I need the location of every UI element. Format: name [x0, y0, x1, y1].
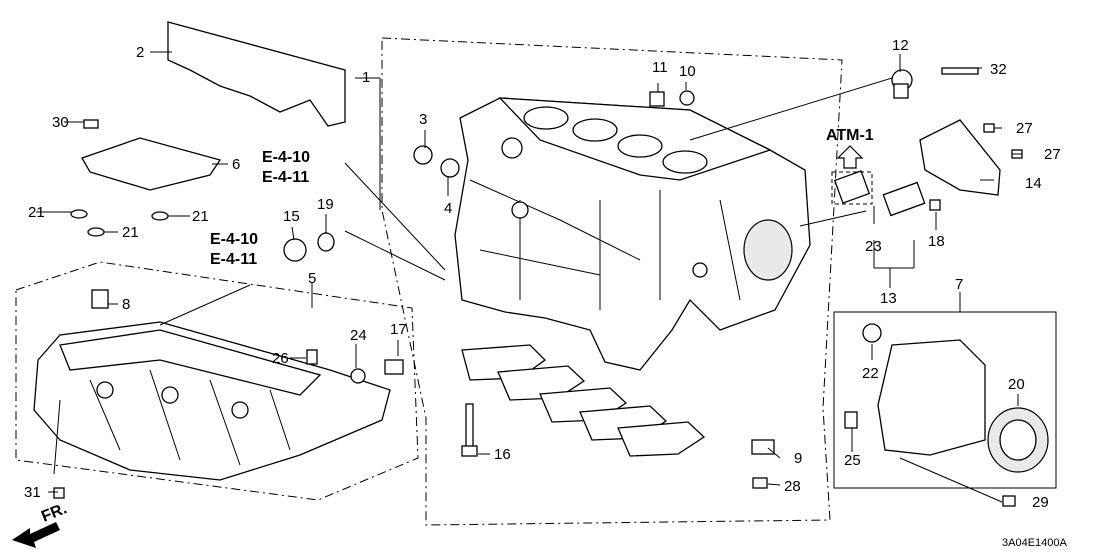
- atm-dashed-box: [831, 171, 873, 205]
- bearing-cap-bolt: [461, 403, 478, 457]
- callout-32: 32: [990, 61, 1007, 78]
- callout-17: 17: [390, 321, 407, 338]
- callout-21c: 21: [192, 208, 209, 225]
- callout-5: 5: [308, 270, 316, 287]
- callout-12: 12: [892, 37, 909, 54]
- callout-23: 23: [865, 238, 882, 255]
- callout-7: 7: [955, 276, 963, 293]
- callout-31: 31: [24, 484, 41, 501]
- callout-20: 20: [1008, 376, 1025, 393]
- small-parts: [53, 67, 1023, 507]
- callout-13: 13: [880, 290, 897, 307]
- atm-arrow-icon: [836, 145, 864, 169]
- callout-3: 3: [419, 111, 427, 128]
- heat-shield: [919, 119, 1001, 196]
- callout-24: 24: [350, 327, 367, 344]
- callout-28: 28: [784, 478, 801, 495]
- block-group-outline: [381, 37, 843, 526]
- oil-seal-case-group-outline: [833, 311, 1057, 489]
- oil-seal-case: [877, 339, 986, 456]
- cylinder-block: [454, 97, 811, 371]
- callout-18: 18: [928, 233, 945, 250]
- callout-8: 8: [122, 296, 130, 313]
- callout-30: 30: [52, 114, 69, 131]
- ref-b-line2[interactable]: E-4-11: [210, 251, 257, 268]
- baffle-plate: [81, 137, 222, 191]
- leader-lines: [36, 51, 1022, 503]
- callout-14: 14: [1025, 175, 1042, 192]
- knock-sensor: [891, 69, 913, 99]
- bearing-caps: [461, 344, 706, 457]
- dowel-pin-25: [844, 411, 858, 429]
- ref-b-line1[interactable]: E-4-10: [210, 231, 258, 248]
- callout-4: 4: [444, 200, 452, 217]
- callout-10: 10: [679, 63, 696, 80]
- callout-27b: 27: [1044, 146, 1061, 163]
- callout-21a: 21: [28, 204, 45, 221]
- block-insulator: [167, 21, 346, 127]
- callout-19: 19: [317, 196, 334, 213]
- oil-pan-group-outline: [15, 261, 419, 501]
- callout-11: 11: [652, 59, 668, 76]
- callout-22: 22: [862, 365, 879, 382]
- callout-21b: 21: [122, 224, 139, 241]
- callout-6: 6: [232, 156, 240, 173]
- callout-25: 25: [844, 452, 861, 469]
- oil-pan-upper: [33, 321, 391, 481]
- ref-atm[interactable]: ATM-1: [826, 127, 874, 144]
- front-arrow-label: FR.: [39, 500, 69, 525]
- o-ring-22: [862, 323, 882, 343]
- sensor-assembly: [833, 170, 926, 217]
- callout-15: 15: [283, 208, 300, 225]
- ref-a-line2[interactable]: E-4-11: [262, 169, 309, 186]
- callout-16: 16: [494, 446, 511, 463]
- callout-26: 26: [272, 350, 289, 367]
- callout-1: 1: [362, 69, 370, 86]
- callout-numbers: 1 2 3 4 5 6 7 8 9 10 11 12 13 14 15 16 1…: [24, 37, 1061, 511]
- front-arrow-icon: [12, 522, 60, 548]
- diagram-code: 3A04E1400A: [1002, 537, 1067, 549]
- callout-29: 29: [1032, 494, 1049, 511]
- callout-27a: 27: [1016, 120, 1033, 137]
- callout-9: 9: [794, 450, 802, 467]
- callout-2: 2: [136, 44, 144, 61]
- oil-seal-20-inner: [999, 419, 1037, 461]
- ref-a-line1[interactable]: E-4-10: [262, 149, 310, 166]
